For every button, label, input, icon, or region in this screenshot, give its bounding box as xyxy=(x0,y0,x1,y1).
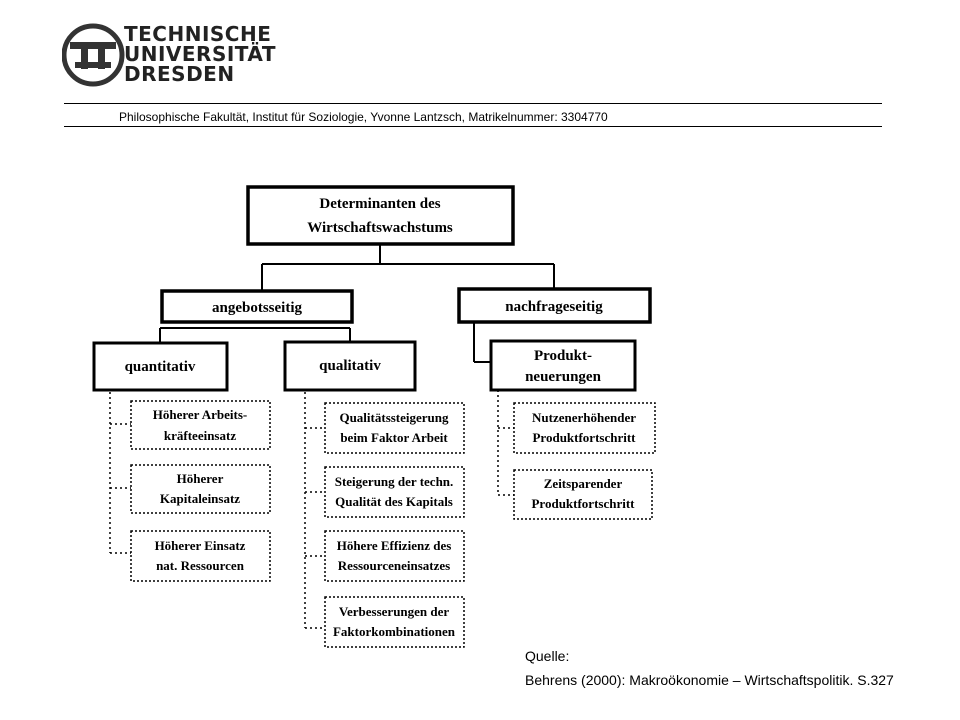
source-label: Quelle: xyxy=(525,648,570,664)
prod-item-1-line-2: Produktfortschritt xyxy=(532,430,636,445)
qual-item: Qualitätssteigerung beim Faktor Arbeit xyxy=(339,410,449,445)
angebotsseitig-label: angebotsseitig xyxy=(212,300,303,316)
logo-line: DRESDEN xyxy=(124,62,235,86)
qual-item-2-line-1: Steigerung der techn. xyxy=(335,474,454,489)
quant-item: Höherer Einsatz nat. Ressourcen xyxy=(155,538,246,573)
qualitativ-label: qualitativ xyxy=(319,358,381,374)
prod-item-2-line-1: Zeitsparender xyxy=(544,476,623,491)
root-box: Determinanten des Wirtschaftswachstums xyxy=(246,185,515,246)
produkt-line-2: neuerungen xyxy=(525,369,602,385)
source-citation: Behrens (2000): Makroökonomie – Wirtscha… xyxy=(525,672,894,688)
quant-item: Höherer Kapitaleinsatz xyxy=(160,471,240,506)
qual-item-4-line-2: Faktorkombinationen xyxy=(333,624,456,639)
header-rule-top xyxy=(64,103,882,104)
prod-item: Zeitsparender Produktfortschritt xyxy=(531,476,635,511)
university-name: TECHNISCHE UNIVERSITÄT DRESDEN xyxy=(124,24,276,84)
qual-item-4-line-1: Verbesserungen der xyxy=(339,604,450,619)
quantitativ-label: quantitativ xyxy=(125,359,196,375)
qual-item-3-line-2: Ressourceneinsatzes xyxy=(338,558,450,573)
tu-dresden-logo-icon xyxy=(62,23,125,87)
angebotsseitig-box: angebotsseitig xyxy=(160,289,354,324)
quant-item-2-line-2: Kapitaleinsatz xyxy=(160,491,240,506)
qual-item-1-line-1: Qualitätssteigerung xyxy=(339,410,449,425)
quant-item-1-line-1: Höherer Arbeits- xyxy=(153,407,247,422)
produkt-line-1: Produkt- xyxy=(534,348,592,364)
qual-item-3-line-1: Höhere Effizienz des xyxy=(337,538,452,553)
logo-line: TECHNISCHE xyxy=(124,22,272,46)
header-info: Philosophische Fakultät, Institut für So… xyxy=(119,110,608,124)
nachfrageseitig-box: nachfrageseitig xyxy=(457,287,652,324)
qual-item-1-line-2: beim Faktor Arbeit xyxy=(340,430,448,445)
quantitativ-box: quantitativ xyxy=(92,341,229,392)
prod-item: Nutzenerhöhender Produktfortschritt xyxy=(532,410,636,445)
nachfrageseitig-label: nachfrageseitig xyxy=(505,299,603,315)
prod-item-2-line-2: Produktfortschritt xyxy=(531,496,635,511)
quant-item-2-line-1: Höherer xyxy=(177,471,224,486)
qual-item: Höhere Effizienz des Ressourceneinsatzes xyxy=(337,538,452,573)
qual-item-2-line-2: Qualität des Kapitals xyxy=(335,494,453,509)
prod-item-1-line-1: Nutzenerhöhender xyxy=(532,410,636,425)
quant-item-3-line-2: nat. Ressourcen xyxy=(156,558,245,573)
root-line-1: Determinanten des xyxy=(319,196,440,212)
quant-item-3-line-1: Höherer Einsatz xyxy=(155,538,246,553)
qual-item: Verbesserungen der Faktorkombinationen xyxy=(333,604,456,639)
qual-item: Steigerung der techn. Qualität des Kapit… xyxy=(335,474,454,509)
root-line-2: Wirtschaftswachstums xyxy=(307,220,453,236)
produktneuerungen-box: Produkt- neuerungen xyxy=(489,339,637,392)
qualitativ-box: qualitativ xyxy=(283,340,417,392)
logo-line: UNIVERSITÄT xyxy=(124,42,276,66)
quant-item: Höherer Arbeits- kräfteeinsatz xyxy=(153,407,247,443)
quant-item-1-line-2: kräfteeinsatz xyxy=(164,428,236,443)
header-rule-bottom xyxy=(64,126,882,127)
